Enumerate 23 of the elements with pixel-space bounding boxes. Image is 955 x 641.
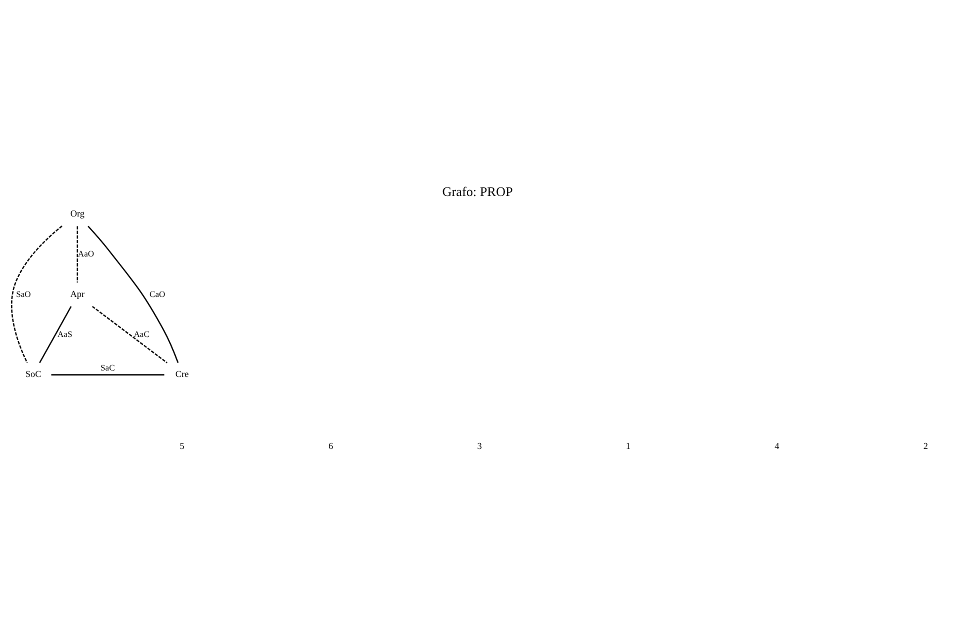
label: 1	[626, 440, 631, 451]
edge-label: SaC	[100, 362, 115, 372]
edge-label: CaO	[150, 288, 166, 299]
edge-label: AaS	[58, 328, 72, 339]
connector	[88, 226, 179, 364]
label: 6	[328, 440, 334, 451]
connector	[51, 374, 164, 376]
edge-label: AaC	[134, 328, 150, 339]
node-text: Cre	[175, 369, 189, 380]
label: 5	[180, 440, 184, 451]
label: 2	[923, 440, 928, 451]
label: 3	[477, 440, 482, 451]
connector	[92, 306, 168, 364]
edge-label: SaO	[16, 288, 31, 299]
node-text: Org	[70, 208, 84, 219]
node-text: Apr	[70, 288, 85, 299]
connector	[11, 226, 62, 364]
connector	[76, 226, 78, 283]
edge-label: AaO	[78, 248, 94, 259]
node-text: SoC	[25, 369, 42, 380]
diagram-title: Grafo: PROP	[442, 184, 513, 199]
connector	[39, 306, 72, 364]
label: 4	[774, 440, 780, 451]
